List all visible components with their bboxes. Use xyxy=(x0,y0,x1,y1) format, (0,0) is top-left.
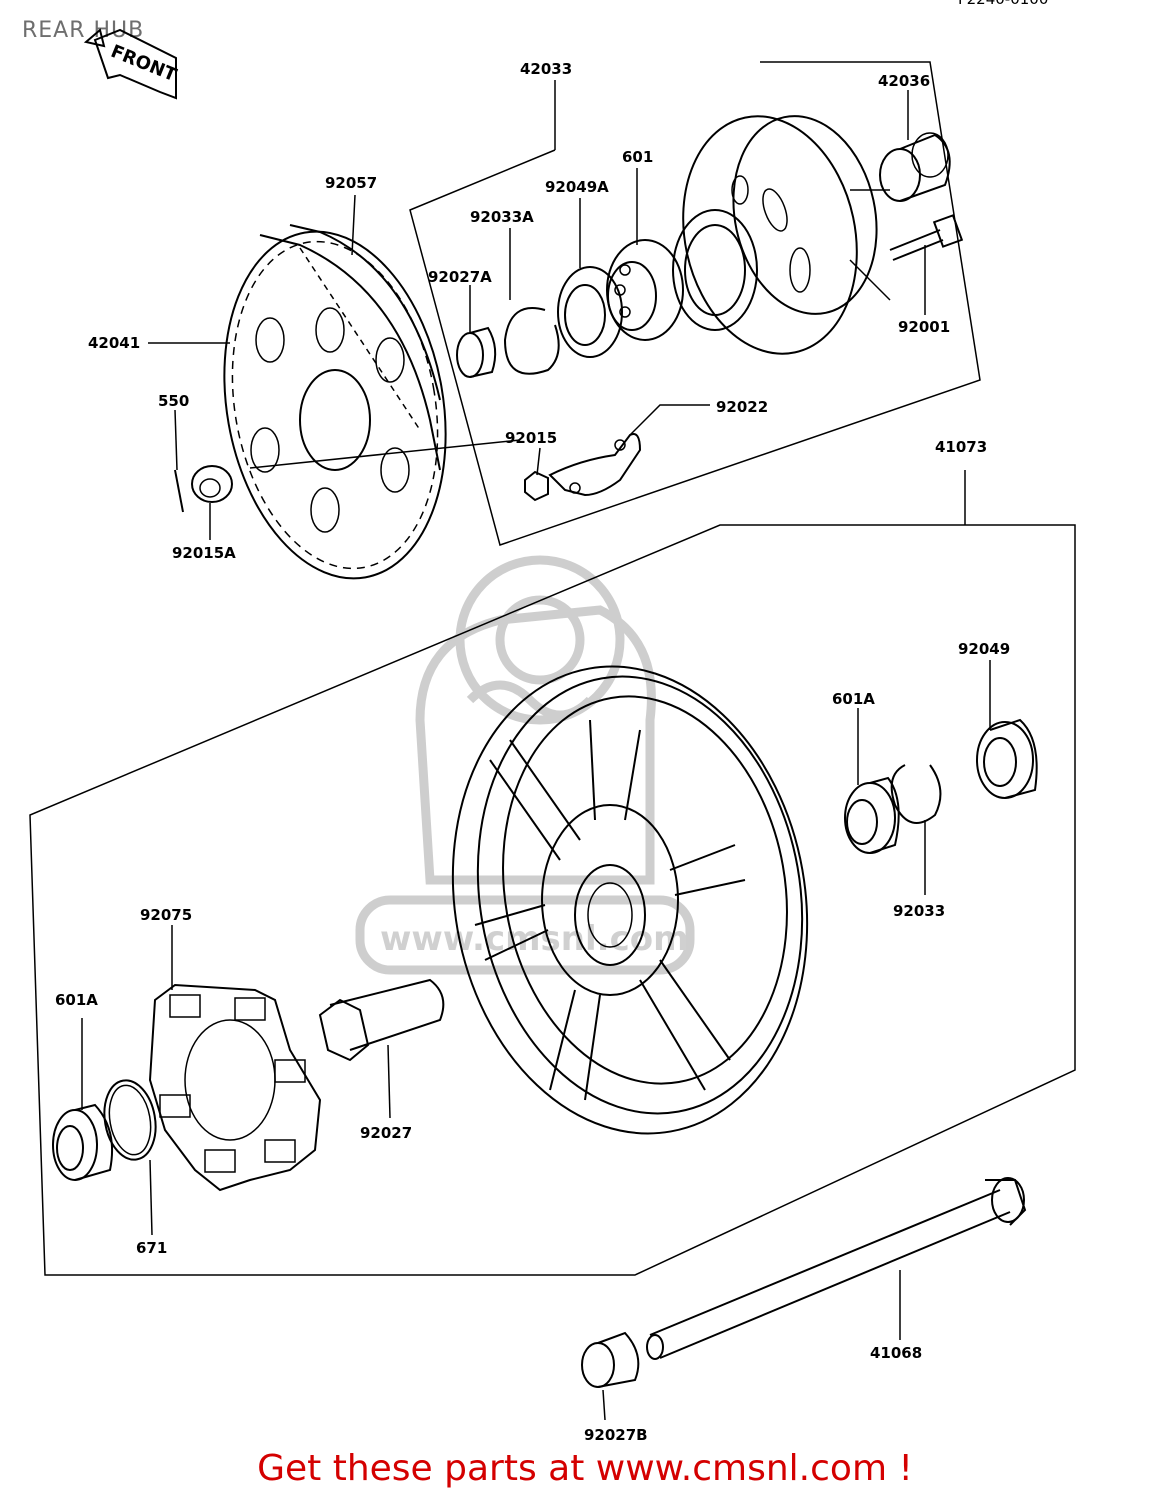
sleeve-92027 xyxy=(318,978,445,1062)
callout-92015: 92015 xyxy=(505,429,557,447)
callout-550: 550 xyxy=(158,392,189,410)
sprocket xyxy=(223,230,521,580)
watermark-logo: www.cmsnl.com xyxy=(355,555,695,975)
hub-assembly-bracket xyxy=(409,61,981,546)
circlip-92033A xyxy=(503,307,560,375)
callout-92033A: 92033A xyxy=(470,208,534,226)
callout-601A-right: 601A xyxy=(832,690,875,708)
collar-92027A xyxy=(456,326,497,378)
diagram-ref-code: F2240-0100 xyxy=(958,0,1048,8)
wheel-assembly-bracket xyxy=(29,470,1076,1276)
callout-92049: 92049 xyxy=(958,640,1010,658)
collar-42036 xyxy=(879,132,951,202)
nut-92015 xyxy=(524,470,549,502)
hub-damper-92075 xyxy=(148,983,322,1192)
callout-92027B: 92027B xyxy=(584,1426,648,1444)
callout-41068: 41068 xyxy=(870,1344,922,1362)
callout-42033: 42033 xyxy=(520,60,572,78)
cast-wheel xyxy=(451,665,809,1135)
watermark-text: www.cmsnl.com xyxy=(380,919,689,959)
callout-92015A: 92015A xyxy=(172,544,236,562)
callout-601: 601 xyxy=(622,148,653,166)
callout-41073: 41073 xyxy=(935,438,987,456)
bearing-601A-left xyxy=(52,1103,114,1181)
callout-42036: 42036 xyxy=(878,72,930,90)
axle-41068 xyxy=(646,1177,1027,1360)
hub-body xyxy=(672,115,891,355)
bracket-92022 xyxy=(548,433,642,497)
circlip-92033 xyxy=(890,764,942,824)
o-ring-671 xyxy=(103,1079,157,1161)
bolt-92001 xyxy=(889,214,964,261)
callout-92027: 92027 xyxy=(360,1124,412,1142)
cotter-pin-550 xyxy=(174,469,184,513)
bearing-601 xyxy=(606,239,684,341)
callout-92033: 92033 xyxy=(893,902,945,920)
bearing-601A-right xyxy=(844,776,900,854)
callout-601A-left: 601A xyxy=(55,991,98,1009)
callout-92057: 92057 xyxy=(325,174,377,192)
callout-92075: 92075 xyxy=(140,906,192,924)
part-callouts: 42033 42036 92057 601 92049A 92033A 9202… xyxy=(55,60,1010,1444)
callout-92049A: 92049A xyxy=(545,178,609,196)
callout-92022: 92022 xyxy=(716,398,768,416)
oil-seal-92049 xyxy=(976,718,1038,799)
front-arrow-tag: FRONT xyxy=(83,28,180,100)
callout-42041: 42041 xyxy=(88,334,140,352)
front-tag-label: FRONT xyxy=(108,41,180,87)
footer-cta-link[interactable]: Get these parts at www.cmsnl.com ! xyxy=(257,1448,913,1489)
oil-seal-92049A xyxy=(557,266,623,358)
drive-chain xyxy=(259,224,441,471)
collar-92027B xyxy=(581,1331,640,1388)
nut-92015A xyxy=(191,465,233,503)
callout-92027A: 92027A xyxy=(428,268,492,286)
callout-671: 671 xyxy=(136,1239,167,1257)
leader-lines xyxy=(81,90,991,1421)
callout-92001: 92001 xyxy=(898,318,950,336)
